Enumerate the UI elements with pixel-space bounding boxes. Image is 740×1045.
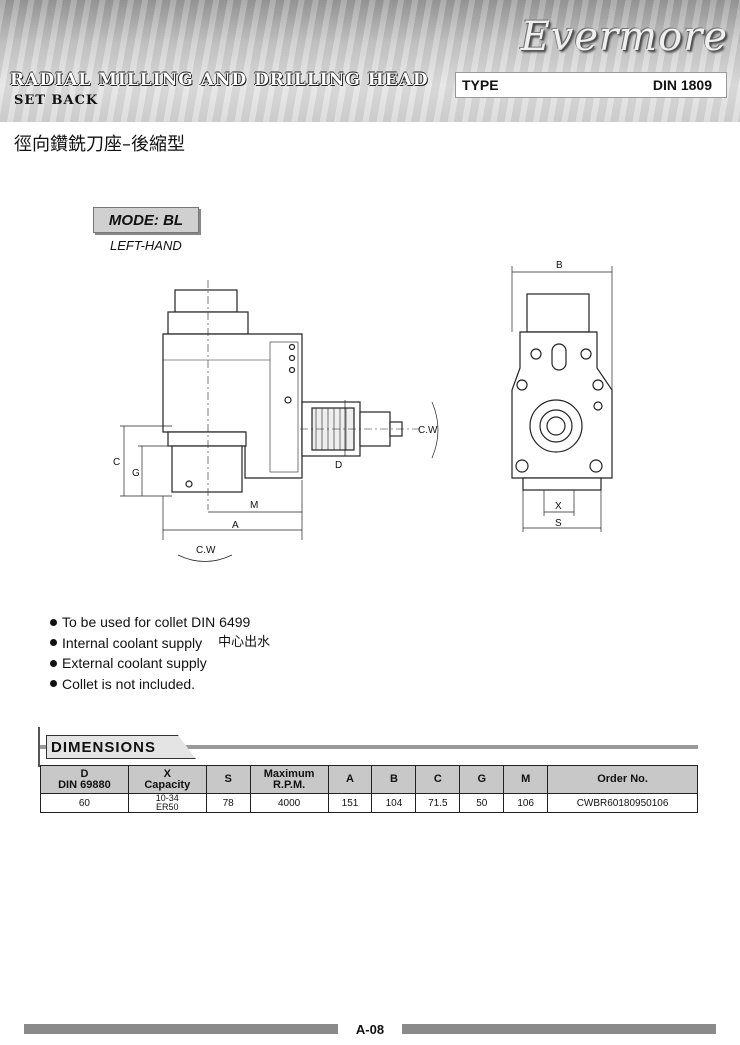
feature-item: Internal coolant supply 中心出水 [50,633,270,654]
dim-d-label: D [335,460,342,471]
cw-label-front: C.W [418,425,438,436]
technical-drawing: C G M A D C.W C.W B X S [113,260,613,562]
type-box: TYPE DIN 1809 [455,72,727,98]
bullet-icon [50,659,57,667]
feature-list: To be used for collet DIN 6499 Internal … [50,612,270,694]
cell-c: 71.5 [415,793,461,813]
chinese-title: 徑向鑽銑刀座–後縮型 [14,134,185,155]
cell-a: 151 [327,793,373,813]
col-a: A [327,765,373,794]
dim-a-label: A [232,520,239,531]
feature-text: To be used for collet DIN 6499 [62,614,251,630]
col-c: C [415,765,461,794]
cell-order: CWBR60180950106 [547,793,698,813]
front-dimensions [511,266,613,532]
cell-d: 60 [40,793,129,813]
feature-text: Collet is not included. [62,675,196,692]
mode-badge: MODE: BL [93,207,199,233]
mode-subtitle: LEFT-HAND [110,238,182,253]
side-view [162,280,420,510]
col-b: B [371,765,417,794]
dim-s-label: S [555,518,562,529]
cell-g: 50 [459,793,505,813]
feature-text: Internal coolant supply [62,634,203,651]
cell-rpm: 4000 [249,793,329,813]
header-texture [0,0,740,122]
cell-m: 106 [503,793,549,813]
col-order: Order No. [547,765,698,794]
side-dimensions [120,400,439,562]
type-label: TYPE [462,77,499,93]
feature-text: External coolant supply [62,655,207,671]
col-g: G [459,765,505,794]
dim-m-label: M [250,500,258,511]
feature-item: To be used for collet DIN 6499 [50,612,270,633]
bullet-icon [50,618,57,626]
product-title: RADIAL MILLING AND DRILLING HEAD [10,70,429,90]
feature-item: External coolant supply [50,653,270,674]
cw-label-side: C.W [196,545,216,556]
dimensions-marker [38,727,40,767]
dimensions-title: DIMENSIONS [46,735,196,759]
dim-b-label: B [556,260,563,271]
bullet-icon [50,680,57,688]
dim-x-label: X [555,501,562,512]
front-view [511,293,613,491]
dim-g-label: G [132,468,140,479]
col-s: S [205,765,251,794]
cell-s: 78 [205,793,251,813]
bullet-icon [50,639,57,647]
col-m: M [503,765,549,794]
type-value: DIN 1809 [652,77,712,93]
brand-logo: Evermore [520,14,728,60]
dimensions-rule [38,745,698,749]
dim-c-label: C [113,457,120,468]
product-subtitle: SET BACK [14,93,99,108]
feature-item: Collet is not included. [50,674,270,695]
page-number: A-08 [338,1018,402,1040]
header-banner: Evermore RADIAL MILLING AND DRILLING HEA… [0,0,740,122]
cell-b: 104 [371,793,417,813]
feature-cn-note: 中心出水 [218,634,271,650]
